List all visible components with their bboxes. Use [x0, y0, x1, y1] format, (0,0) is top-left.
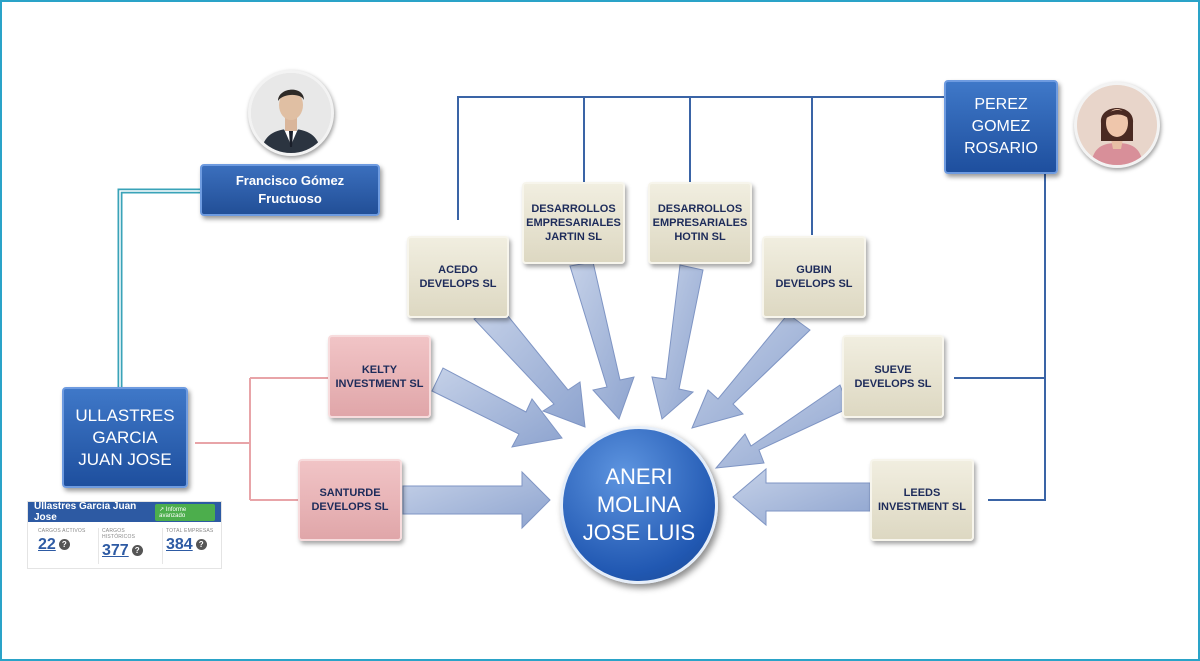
company-jartin-line1: DESARROLLOS	[531, 203, 616, 215]
center-person-aneri[interactable]: ANERI MOLINA JOSE LUIS	[560, 426, 718, 584]
company-santurde-line1: SANTURDE	[319, 487, 381, 499]
person-perez[interactable]: PEREZ GOMEZ ROSARIO	[944, 80, 1058, 174]
company-gubin-line1: GUBIN	[796, 264, 832, 276]
stat-value[interactable]: 384	[166, 536, 193, 553]
help-icon[interactable]: ?	[131, 545, 143, 556]
arrows	[402, 261, 871, 530]
link-perez-companies	[457, 96, 1046, 501]
company-hotin[interactable]: DESARROLLOS EMPRESARIALES HOTIN SL	[648, 182, 752, 264]
person-francisco-line2: Fructuoso	[258, 191, 322, 206]
stat-value[interactable]: 22	[38, 536, 56, 553]
company-acedo-line1: ACEDO	[438, 264, 478, 276]
arrow-sueve	[714, 384, 850, 469]
person-ullastres-line1: ULLASTRES	[75, 405, 175, 425]
stat-label: CARGOS ACTIVOS	[38, 528, 86, 534]
person-francisco-line1: Francisco Gómez	[235, 173, 345, 188]
company-gubin-line2: DEVELOPS SL	[775, 278, 853, 290]
company-kelty-line1: KELTY	[361, 363, 398, 376]
arrow-acedo	[473, 304, 586, 428]
company-sueve-line2: DEVELOPS SL	[854, 377, 932, 390]
male-avatar-icon	[248, 70, 334, 156]
company-sueve-line1: SUEVE	[874, 363, 912, 376]
profile-card-header: Ullastres Garcia Juan Jose ↗ Informe ava…	[28, 501, 221, 523]
stat-divider	[162, 528, 163, 564]
company-hotin-line2: EMPRESARIALES	[652, 217, 748, 229]
profile-card-name: Ullastres Garcia Juan Jose	[34, 501, 137, 523]
company-leeds[interactable]: LEEDS INVESTMENT SL	[870, 459, 974, 541]
company-acedo-line2: DEVELOPS SL	[419, 278, 497, 290]
company-gubin[interactable]: GUBIN DEVELOPS SL	[762, 236, 866, 318]
company-kelty-line2: INVESTMENT SL	[335, 377, 424, 390]
stat-historic-positions: CARGOS HISTÓRICOS 377?	[102, 528, 158, 560]
link-francisco-ullastres	[117, 188, 200, 388]
company-jartin[interactable]: DESARROLLOS EMPRESARIALES JARTIN SL	[522, 182, 625, 264]
stat-label: TOTAL EMPRESAS	[166, 528, 214, 534]
center-line3: JOSE LUIS	[582, 520, 696, 545]
center-line1: ANERI	[605, 464, 673, 489]
company-leeds-line1: LEEDS	[903, 487, 941, 499]
report-button-label: Informe avanzado	[159, 506, 187, 519]
arrow-kelty	[431, 367, 563, 448]
arrow-jartin	[569, 261, 635, 420]
stat-divider	[98, 528, 99, 564]
person-ullastres-line2: GARCIA	[92, 427, 158, 447]
help-icon[interactable]: ?	[195, 539, 207, 550]
arrow-leeds	[732, 467, 871, 527]
help-icon[interactable]: ?	[58, 539, 70, 550]
person-ullastres-line3: JUAN JOSE	[78, 449, 172, 469]
company-jartin-line3: JARTIN SL	[545, 231, 602, 243]
company-acedo[interactable]: ACEDO DEVELOPS SL	[407, 236, 509, 318]
stat-total-companies: TOTAL EMPRESAS 384?	[166, 528, 222, 554]
arrow-gubin	[691, 313, 811, 429]
company-leeds-line2: INVESTMENT SL	[877, 501, 966, 513]
report-button[interactable]: ↗ Informe avanzado	[155, 503, 215, 521]
link-ullastres-companies	[195, 377, 328, 501]
stat-active-positions: CARGOS ACTIVOS 22?	[38, 528, 94, 554]
arrow-hotin	[651, 264, 704, 420]
female-avatar-icon	[1074, 82, 1160, 168]
stat-value[interactable]: 377	[102, 542, 129, 559]
company-santurde-line2: DEVELOPS SL	[311, 501, 389, 513]
company-hotin-line3: HOTIN SL	[674, 231, 726, 243]
company-hotin-line1: DESARROLLOS	[657, 203, 743, 215]
stat-label: CARGOS HISTÓRICOS	[102, 528, 136, 540]
company-santurde[interactable]: SANTURDE DEVELOPS SL	[298, 459, 402, 541]
person-perez-line2: GOMEZ	[971, 118, 1031, 135]
person-perez-line3: ROSARIO	[964, 140, 1038, 157]
company-jartin-line2: EMPRESARIALES	[526, 217, 621, 229]
center-line2: MOLINA	[596, 492, 682, 517]
profile-card: Ullastres Garcia Juan Jose ↗ Informe ava…	[27, 501, 222, 569]
person-perez-line1: PEREZ	[974, 96, 1028, 113]
arrow-santurde	[402, 470, 551, 530]
